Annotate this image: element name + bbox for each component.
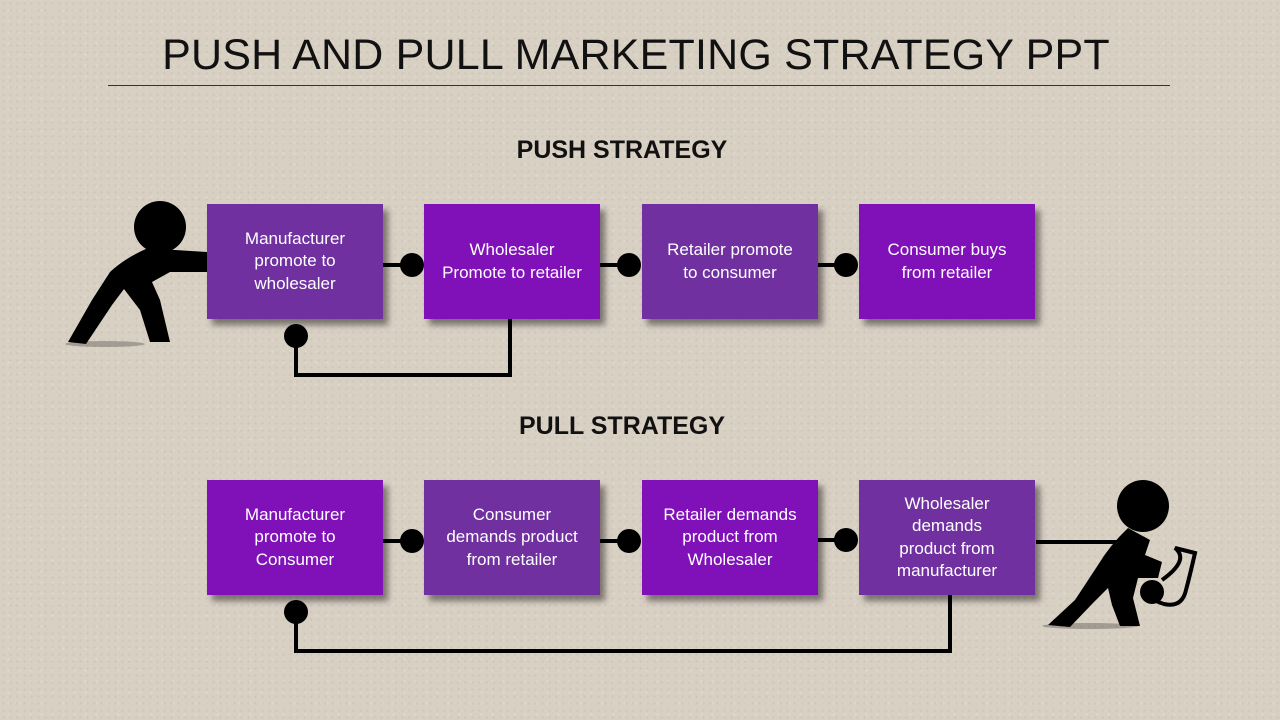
push-step-4-label: Consumer buys from retailer — [887, 240, 1007, 282]
push-step-1-box: Manufacturer promote to wholesaler — [207, 204, 383, 319]
pull-step-3-label: Retailer demands product from Wholesaler — [663, 504, 797, 569]
pull-step-4-label: Wholesaler demands product from manufact… — [896, 493, 998, 581]
pull-strategy-heading: PULL STRATEGY — [518, 412, 726, 440]
person-pushing-icon — [65, 201, 207, 347]
push-step-1-label: Manufacturer promote to wholesaler — [244, 228, 346, 293]
pull-connectors — [383, 528, 1120, 553]
pull-step-3-box: Retailer demands product from Wholesaler — [642, 480, 818, 595]
pull-step-1-label: Manufacturer promote to Consumer — [244, 504, 346, 569]
pull-step-4-box: Wholesaler demands product from manufact… — [859, 480, 1035, 595]
pull-step-2-box: Consumer demands product from retailer — [424, 480, 600, 595]
pull-step-2-label: Consumer demands product from retailer — [446, 504, 578, 569]
push-step-3-box: Retailer promote to consumer — [642, 204, 818, 319]
push-connectors — [383, 253, 858, 277]
push-step-2-box: Wholesaler Promote to retailer — [424, 204, 600, 319]
push-strategy-heading: PUSH STRATEGY — [516, 136, 728, 164]
push-feedback-loop — [284, 319, 512, 377]
pull-step-1-box: Manufacturer promote to Consumer — [207, 480, 383, 595]
push-step-3-label: Retailer promote to consumer — [667, 240, 793, 282]
push-step-2-label: Wholesaler Promote to retailer — [442, 240, 582, 282]
slide-title: PUSH AND PULL MARKETING STRATEGY PPT — [162, 31, 1110, 79]
pull-feedback-loop — [284, 594, 952, 653]
person-pulling-icon — [1042, 480, 1198, 629]
title-divider — [108, 85, 1170, 86]
push-step-4-box: Consumer buys from retailer — [859, 204, 1035, 319]
